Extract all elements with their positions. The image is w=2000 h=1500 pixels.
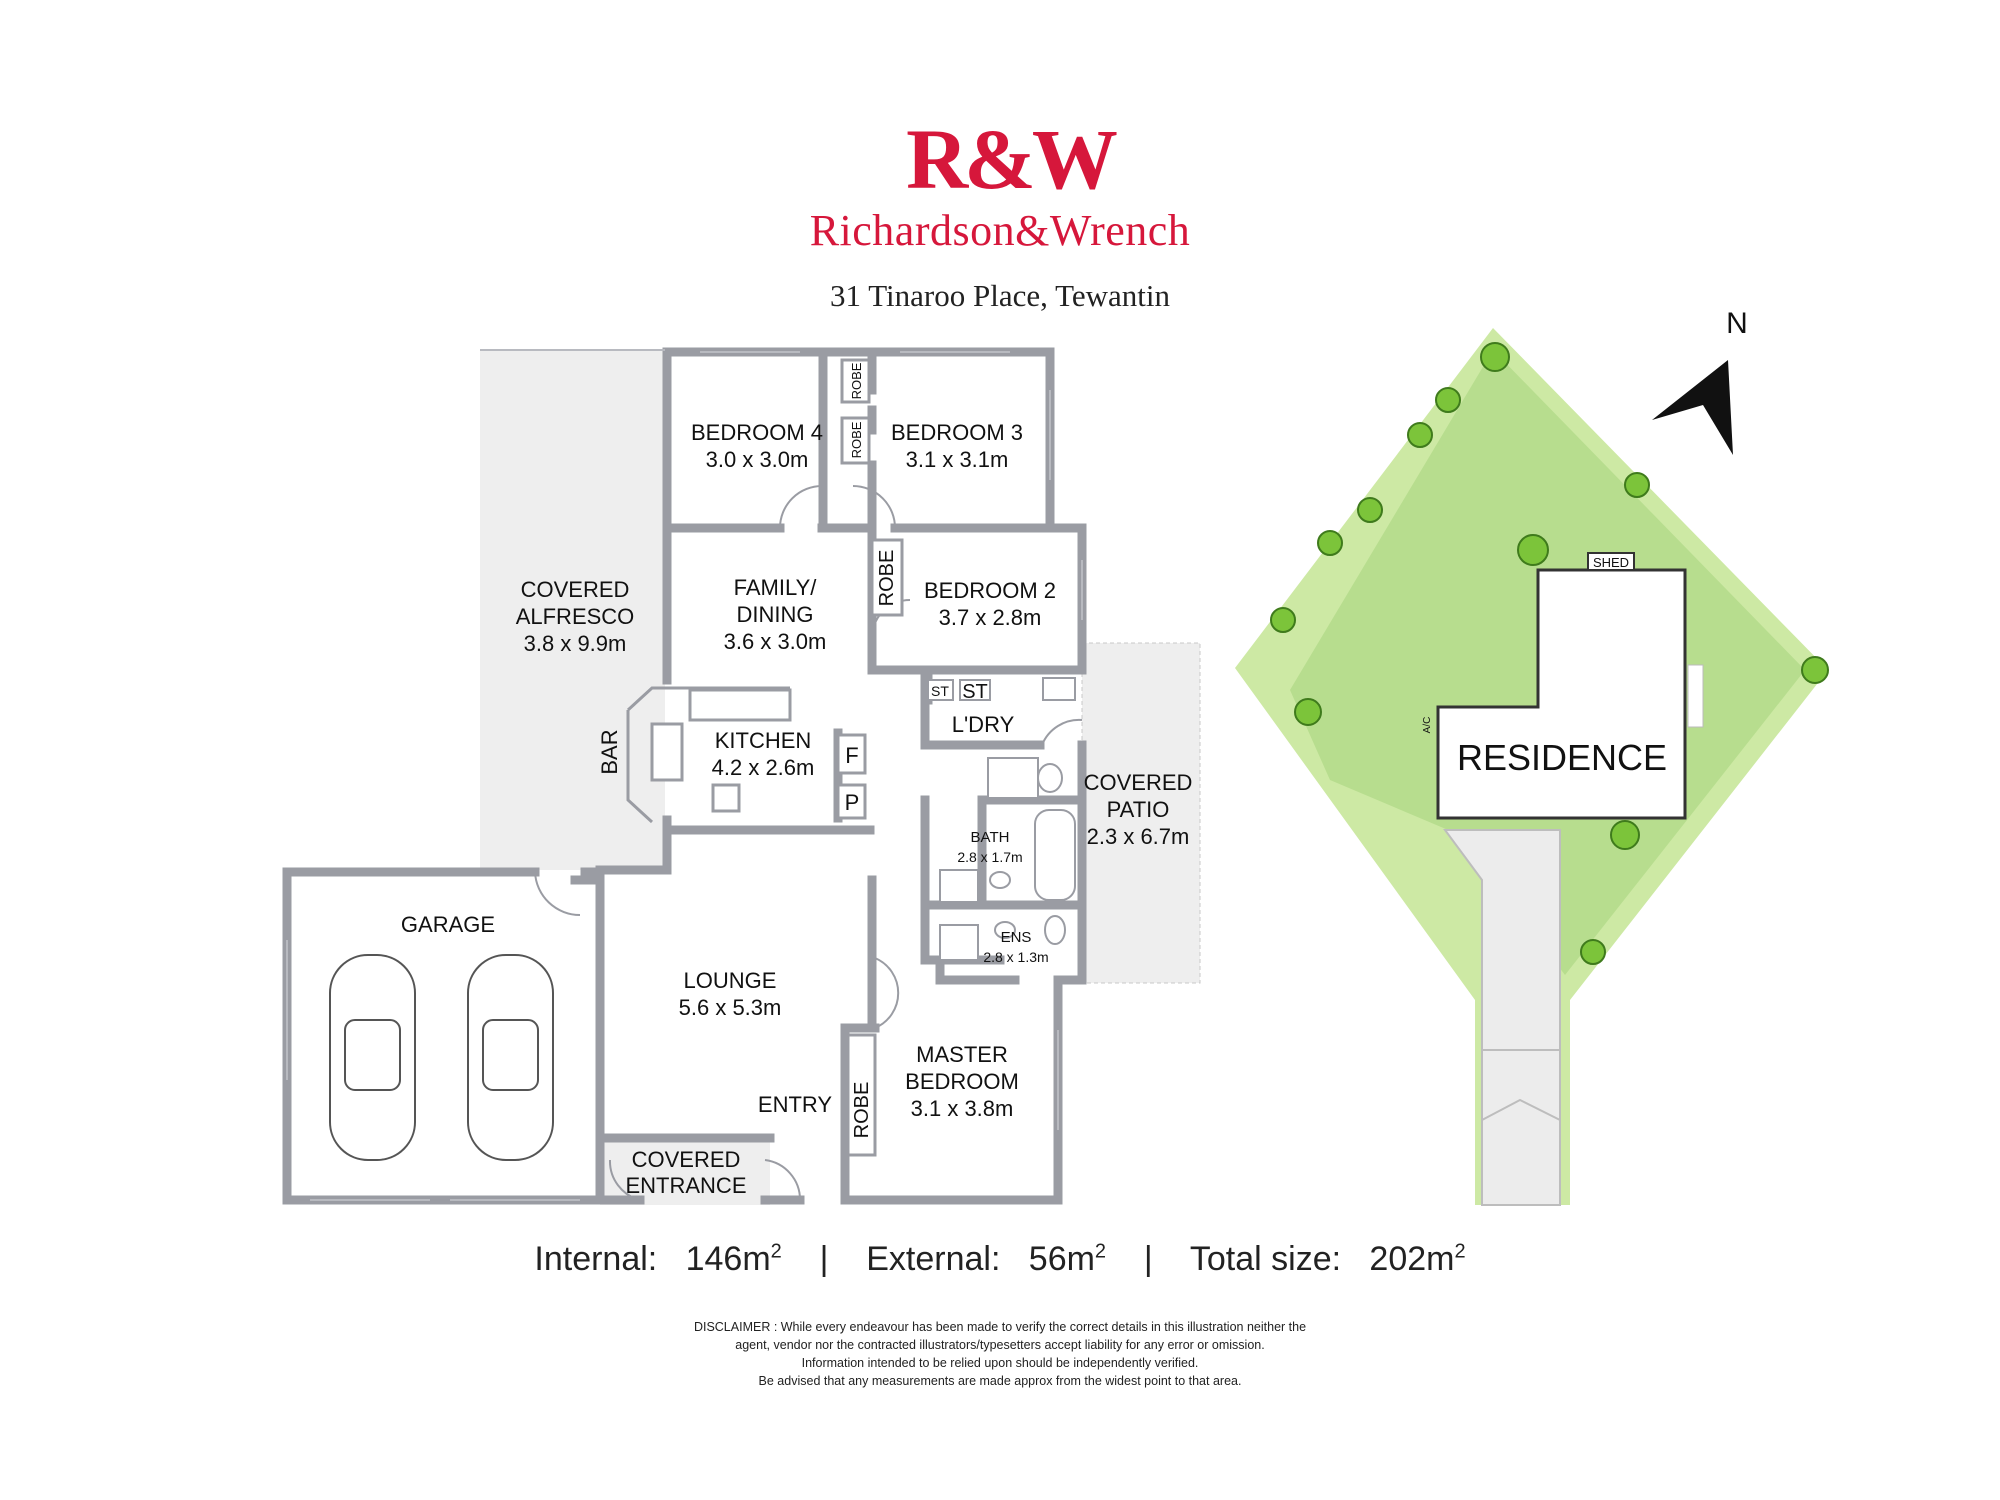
floor-plan: ROBE ROBE ROBE ROBE F P ST ST: [282, 307, 1829, 1206]
ens-size: 2.8 x 1.3m: [983, 949, 1048, 965]
family-size: 3.6 x 3.0m: [724, 629, 827, 654]
total-label: Total size:: [1189, 1240, 1342, 1278]
robe-label: ROBE: [876, 550, 898, 607]
alfresco-area: [480, 350, 665, 870]
patio-size: 2.3 x 6.7m: [1087, 824, 1190, 849]
total-value: 202m: [1369, 1240, 1455, 1278]
room-labels: BEDROOM 4 3.0 x 3.0m BEDROOM 3 3.1 x 3.1…: [401, 420, 1192, 1198]
shed-label: SHED: [1593, 555, 1629, 570]
logo-text: R&W: [906, 118, 1117, 198]
bath-name: BATH: [971, 829, 1010, 846]
tree-icon: [1270, 342, 1829, 965]
master-size: 3.1 x 3.8m: [911, 1096, 1014, 1121]
bedroom4-name: BEDROOM 4: [691, 420, 823, 445]
external-sup: 2: [1094, 1240, 1107, 1263]
kitchen-fixtures: [626, 686, 867, 824]
residence-label: RESIDENCE: [1457, 737, 1667, 778]
north-arrow-icon: [1652, 360, 1733, 455]
shed-box: [1587, 552, 1635, 571]
entrance-name-2: ENTRANCE: [625, 1173, 746, 1198]
internal-value: 146m: [685, 1240, 771, 1278]
bar-label: BAR: [597, 729, 622, 774]
patio-name-2: PATIO: [1107, 797, 1170, 822]
lounge-size: 5.6 x 5.3m: [679, 995, 782, 1020]
alfresco-name-2: ALFRESCO: [516, 604, 635, 629]
driveway: [1443, 829, 1561, 1206]
laundry-label: L'DRY: [952, 712, 1015, 737]
family-name-1: FAMILY/: [734, 575, 818, 600]
external-label: External:: [866, 1240, 1001, 1278]
disclaimer-line: agent, vendor nor the contracted illustr…: [735, 1338, 1265, 1352]
alfresco-name-1: COVERED: [521, 577, 630, 602]
bedroom3-name: BEDROOM 3: [891, 420, 1023, 445]
windows: [286, 349, 1083, 1201]
disclaimer: DISCLAIMER : While every endeavour has b…: [600, 1318, 1400, 1390]
entry-label: ENTRY: [758, 1092, 832, 1117]
bedroom3-size: 3.1 x 3.1m: [906, 447, 1009, 472]
disclaimer-line: Be advised that any measurements are mad…: [758, 1374, 1242, 1388]
stats-separator: |: [1143, 1240, 1153, 1278]
bedroom4-size: 3.0 x 3.0m: [706, 447, 809, 472]
disclaimer-line: Information intended to be relied upon s…: [801, 1356, 1199, 1370]
property-address: 31 Tinaroo Place, Tewantin: [830, 278, 1170, 313]
patio-area: [1081, 642, 1201, 984]
external-value: 56m: [1028, 1240, 1095, 1278]
kitchen-size: 4.2 x 2.6m: [712, 755, 815, 780]
car-icon: [329, 954, 554, 1161]
bedroom2-name: BEDROOM 2: [924, 578, 1056, 603]
internal-sup: 2: [770, 1240, 782, 1263]
internal-label: Internal:: [534, 1240, 658, 1278]
outdoor-areas: [480, 350, 1201, 1205]
fridge-label: F: [845, 743, 858, 768]
pantry-label: P: [845, 790, 860, 815]
master-name-2: BEDROOM: [905, 1069, 1019, 1094]
patio-name-1: COVERED: [1084, 770, 1193, 795]
st-labels: ST ST: [927, 679, 988, 703]
kitchen-name: KITCHEN: [715, 728, 812, 753]
bedroom2-size: 3.7 x 2.8m: [939, 605, 1042, 630]
area-stats: Internal: 146m2 | External: 56m2 | Total…: [0, 1240, 2000, 1279]
north-label: N: [1726, 307, 1748, 340]
ens-name: ENS: [1001, 929, 1032, 946]
storage-label: ST: [931, 683, 949, 699]
brand-name: Richardson&Wrench: [809, 206, 1191, 255]
stats-separator: |: [819, 1240, 829, 1278]
entrance-name-1: COVERED: [632, 1147, 741, 1172]
garage-name: GARAGE: [401, 912, 495, 937]
bath-size: 2.8 x 1.7m: [957, 849, 1022, 865]
disclaimer-line: DISCLAIMER : While every endeavour has b…: [693, 1320, 1307, 1334]
master-name-1: MASTER: [916, 1042, 1008, 1067]
robe-label: ROBE: [851, 1082, 873, 1139]
residence-footprint: [1436, 568, 1687, 820]
robe-label: ROBE: [849, 362, 864, 399]
rw-logo: R&W: [906, 118, 1120, 198]
robe-labels: ROBE ROBE ROBE ROBE: [849, 362, 898, 1138]
bath-fixtures: [927, 677, 1076, 961]
total-sup: 2: [1454, 1240, 1466, 1263]
site-plan: SHED RESIDENCE A/C N: [1235, 307, 1829, 1206]
robes: [840, 358, 904, 1157]
alfresco-size: 3.8 x 9.9m: [524, 631, 627, 656]
storage-label: ST: [962, 681, 988, 703]
family-name-2: DINING: [737, 602, 814, 627]
lounge-name: LOUNGE: [684, 968, 777, 993]
robe-label: ROBE: [849, 421, 864, 458]
ac-label: A/C: [1422, 717, 1433, 734]
